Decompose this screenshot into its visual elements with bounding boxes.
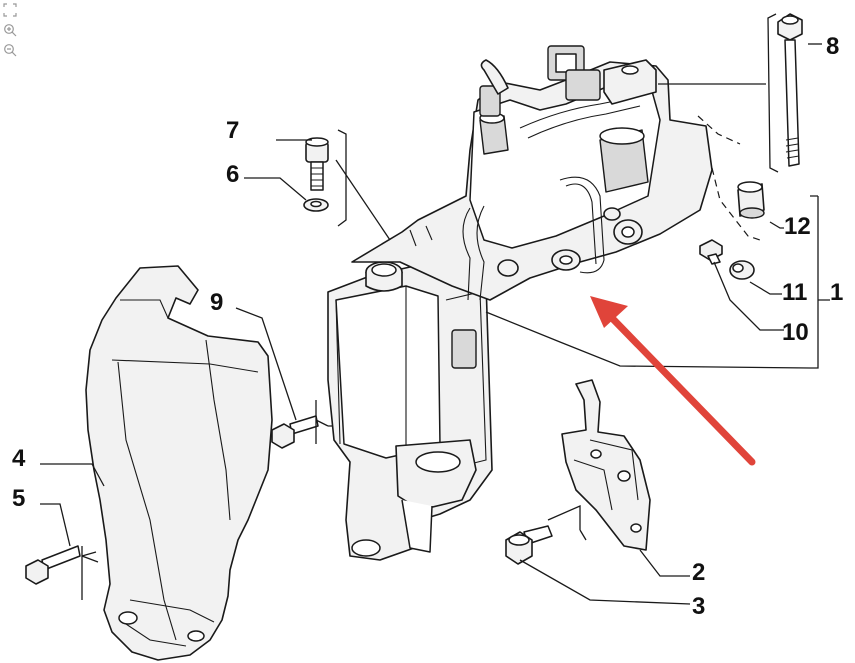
guide-lines — [697, 115, 761, 241]
part-10-screw — [699, 239, 723, 265]
bracket-6-7 — [337, 129, 347, 227]
callout-7: 7 — [226, 117, 239, 144]
part-11-grommet — [729, 260, 755, 280]
callout-6: 6 — [226, 161, 239, 188]
callout-12: 12 — [784, 213, 811, 240]
callout-5: 5 — [12, 485, 25, 512]
part-3-bolt — [505, 525, 553, 565]
part-8-long-bolt — [777, 13, 803, 167]
leader-lines — [40, 43, 830, 605]
callout-4: 4 — [12, 445, 26, 472]
part-7-screw — [305, 137, 329, 191]
part-12-bushing — [737, 181, 765, 219]
callout-3: 3 — [692, 593, 705, 620]
callout-10: 10 — [782, 319, 809, 346]
zoom-in-icon[interactable] — [3, 23, 17, 37]
part-5-bolt — [25, 545, 81, 585]
callout-9: 9 — [210, 289, 223, 316]
zoom-out-icon[interactable] — [3, 43, 17, 57]
viewer-toolbar — [3, 3, 19, 63]
highlight-arrow — [590, 296, 756, 466]
part-6-washer — [303, 198, 329, 212]
fit-to-window-icon[interactable] — [3, 3, 17, 17]
callout-8: 8 — [826, 33, 839, 60]
bracket-2-3 — [547, 505, 587, 541]
part-2-bracket — [561, 379, 651, 551]
part-9-bolt — [271, 415, 319, 449]
callout-1: 1 — [830, 279, 843, 306]
part-1-hydraulic-unit — [327, 45, 713, 561]
callout-11: 11 — [782, 279, 807, 306]
bracket-5 — [81, 546, 99, 600]
part-4-cover-shield — [85, 265, 273, 661]
callout-2: 2 — [692, 559, 705, 586]
bracket-8 — [767, 13, 779, 173]
